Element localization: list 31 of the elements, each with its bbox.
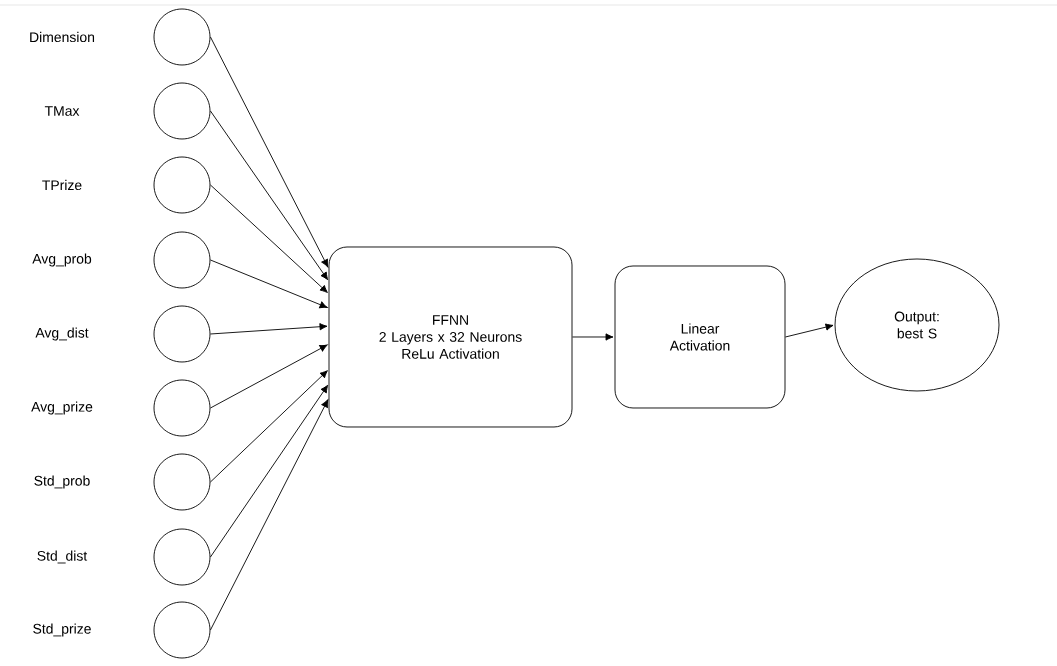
- input-label: Avg_dist: [35, 327, 89, 341]
- neuron-circle: [153, 601, 211, 659]
- neuron-circle: [153, 379, 211, 437]
- input-label: TPrize: [42, 179, 82, 191]
- arrow: [210, 384, 329, 558]
- neuron-circle: [153, 156, 211, 214]
- neuron-circle: [153, 82, 211, 140]
- neuron-circle: [153, 453, 211, 511]
- neuron-circle: [153, 231, 211, 289]
- process-box: FFNN 2 Layers x 32 Neurons ReLu Activation: [328, 246, 573, 428]
- neuron-circle: [153, 528, 211, 586]
- arrow: [210, 370, 328, 483]
- neuron-circle: [153, 305, 211, 363]
- arrow: [210, 399, 329, 631]
- neuron-circle: [153, 8, 211, 66]
- arrow: [572, 333, 614, 341]
- arrow: [210, 344, 328, 409]
- input-label: Std_dist: [37, 550, 88, 564]
- arrow: [210, 259, 328, 309]
- arrow: [210, 184, 328, 293]
- input-label: Std_prize: [33, 623, 91, 637]
- input-label: TMax: [44, 106, 80, 116]
- input-label: Dimension: [30, 31, 95, 43]
- arrow: [210, 36, 329, 268]
- arrow: [785, 323, 834, 338]
- arrow: [210, 110, 329, 281]
- arrow: [210, 323, 328, 335]
- input-label: Avg_prize: [31, 401, 93, 415]
- input-label: Std_prob: [34, 475, 90, 489]
- process-box: Linear Activation: [614, 265, 786, 409]
- input-label: Avg_prob: [32, 253, 92, 267]
